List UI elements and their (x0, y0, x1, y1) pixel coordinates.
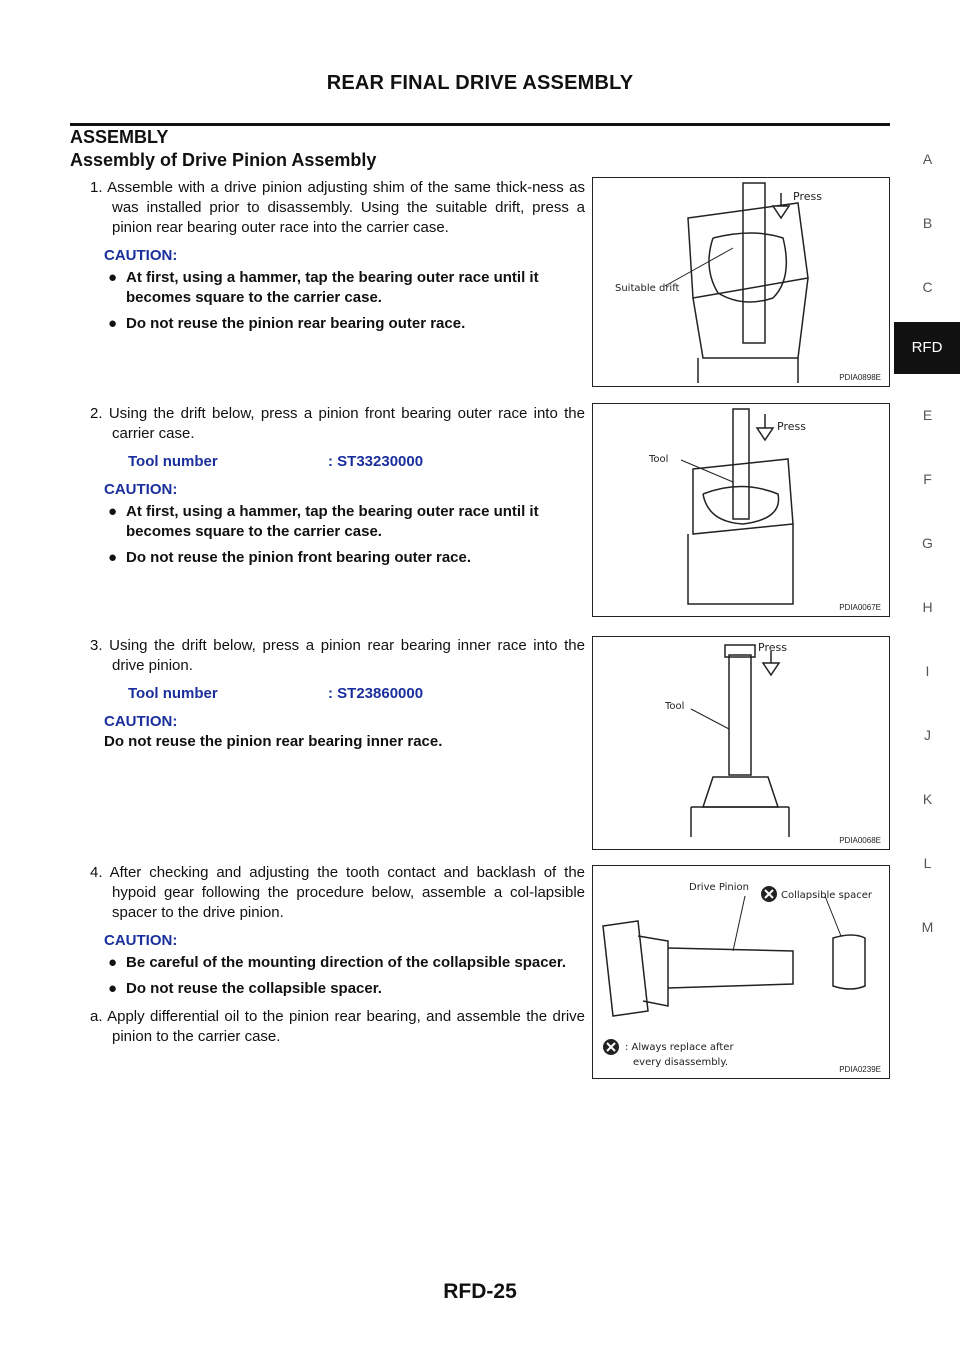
figure-id: PDIA0068E (839, 836, 881, 845)
figure-collapsible-spacer: Drive Pinion Collapsible spacer : Always… (592, 865, 890, 1079)
index-tab-m[interactable]: M (921, 919, 934, 935)
caution-label: CAUTION: (104, 932, 178, 949)
page-number: RFD-25 (443, 1280, 517, 1303)
replace-icon-top (761, 886, 777, 902)
figure-id: PDIA0898E (839, 373, 881, 382)
legend-line-2: every disassembly. (633, 1057, 728, 1068)
bullet-icon: ● (108, 980, 118, 997)
index-tab-rfd[interactable]: RFD (894, 322, 960, 374)
illustration-drive-pinion-spacer: Drive Pinion Collapsible spacer : Always… (602, 882, 873, 1068)
bullet-icon: ● (108, 954, 118, 971)
bullet-icon: ● (108, 549, 118, 566)
index-tab-a[interactable]: A (922, 151, 933, 167)
index-tab-f[interactable]: F (923, 471, 932, 487)
figure-label-press: Press (758, 641, 787, 654)
index-tab-l[interactable]: L (923, 855, 932, 871)
figure-id: PDIA0239E (839, 1065, 881, 1074)
figure-label-callout: Tool (648, 454, 668, 465)
header-divider (70, 123, 890, 126)
caution-bullet: ●Do not reuse the pinion rear bearing ou… (108, 315, 466, 332)
figure-label-callout: Tool (664, 701, 684, 712)
index-tab-b[interactable]: B (922, 215, 933, 231)
label-collapsible-spacer: Collapsible spacer (781, 890, 873, 901)
step-text: 4. After checking and adjusting the toot… (90, 864, 585, 921)
caution-bullet: ●At first, using a hammer, tap the beari… (108, 269, 539, 306)
bullet-icon: ● (108, 269, 118, 286)
caution-bullet: ●Do not reuse the collapsible spacer. (108, 980, 382, 997)
step-3: 3. Using the drift below, press a pinion… (90, 636, 585, 752)
section-title: ASSEMBLY (70, 127, 169, 147)
caution-label: CAUTION: (104, 713, 178, 730)
figure-pinion-front-outer-race: Press Tool PDIA0067E (592, 403, 890, 617)
caution-bullet: ●Do not reuse the pinion front bearing o… (108, 549, 472, 566)
caution-note: Do not reuse the pinion rear bearing inn… (104, 733, 443, 750)
label-drive-pinion: Drive Pinion (689, 882, 749, 893)
figure-id: PDIA0067E (839, 603, 881, 612)
caution-label: CAUTION: (104, 247, 178, 264)
subsection-title: Assembly of Drive Pinion Assembly (70, 150, 377, 170)
bullet-icon: ● (108, 315, 118, 332)
step-4: 4. After checking and adjusting the toot… (90, 863, 585, 1047)
step-text: 1. Assemble with a drive pinion adjustin… (90, 179, 585, 236)
legend-line-1: : Always replace after (625, 1042, 734, 1053)
step-text: 2. Using the drift below, press a pinion… (90, 405, 585, 442)
index-tab-j[interactable]: J (924, 727, 931, 743)
step-1: 1. Assemble with a drive pinion adjustin… (90, 178, 585, 334)
figure-pinion-rear-inner-race: Press Tool PDIA0068E (592, 636, 890, 850)
index-tab-k[interactable]: K (922, 791, 933, 807)
figure-label-press: Press (793, 190, 822, 203)
figure-label-press: Press (777, 420, 806, 433)
figure-pinion-rear-outer-race: Press Suitable drift PDIA0898E (592, 177, 890, 387)
bullet-icon: ● (108, 503, 118, 520)
index-tab-i[interactable]: I (925, 663, 930, 679)
tool-number: Tool number: ST23860000 (128, 685, 424, 702)
section-index: A B C RFD E F G H I J K L M (890, 0, 960, 1358)
caution-label: CAUTION: (104, 481, 178, 498)
caution-bullet: ●At first, using a hammer, tap the beari… (108, 503, 539, 540)
step-2: 2. Using the drift below, press a pinion… (90, 404, 585, 568)
step-text: 3. Using the drift below, press a pinion… (90, 637, 585, 674)
index-tab-c[interactable]: C (922, 279, 933, 295)
replace-icon-legend (603, 1039, 619, 1055)
index-tab-e[interactable]: E (922, 407, 933, 423)
tool-number: Tool number: ST33230000 (128, 453, 424, 470)
page-title: REAR FINAL DRIVE ASSEMBLY (326, 72, 634, 94)
index-tab-g[interactable]: G (922, 535, 933, 551)
illustration-carrier-case-drift: Press Suitable drift (615, 182, 822, 383)
step-text-a: a. Apply differential oil to the pinion … (90, 1008, 585, 1045)
illustration-carrier-case-tool: Press Tool (648, 408, 806, 605)
index-tab-h[interactable]: H (922, 599, 933, 615)
illustration-drive-pinion-tool: Press Tool (664, 641, 790, 837)
figure-label-callout: Suitable drift (615, 283, 680, 294)
caution-bullet: ●Be careful of the mounting direction of… (108, 954, 567, 971)
